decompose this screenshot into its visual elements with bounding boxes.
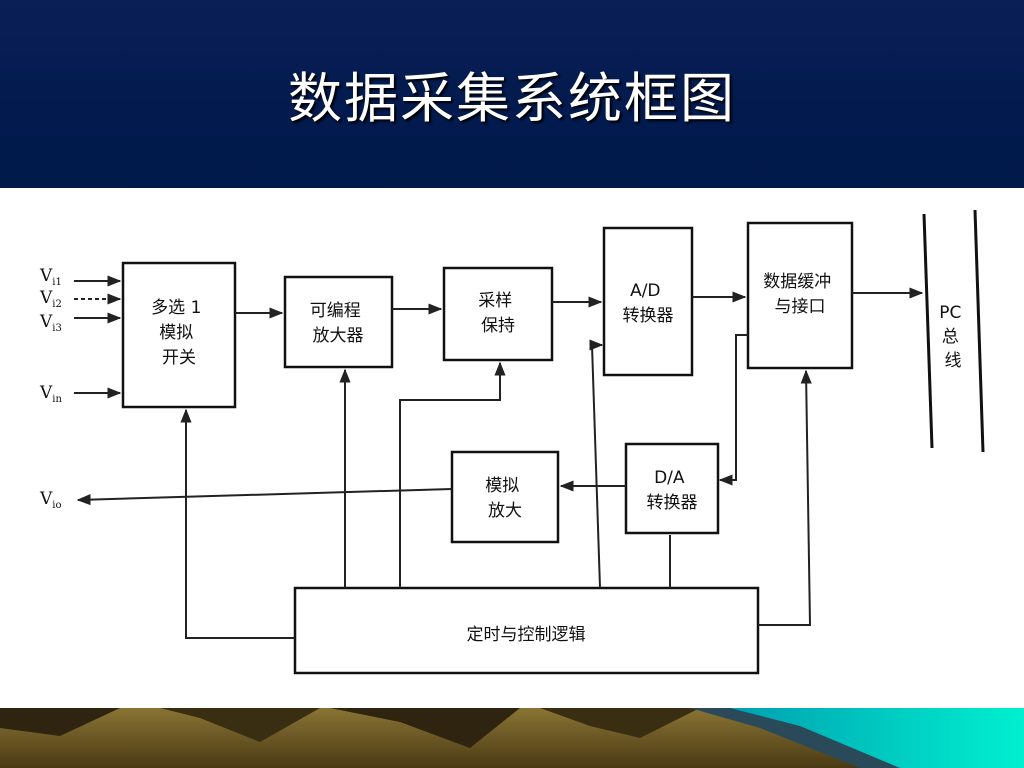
sample-hold-block: [442, 266, 554, 362]
buffer-label: 数据缓冲 与接口: [763, 272, 836, 317]
input-label-vi2: Vi2: [39, 288, 62, 310]
ctrl-adc: [589, 339, 604, 589]
pga-label: 可编程 放大器: [310, 301, 366, 346]
adc-label: A/D 转换器: [623, 281, 674, 326]
pga-block: [283, 275, 394, 369]
dac-label: D/A 转换器: [647, 468, 698, 513]
analog-amp-block: [450, 450, 560, 544]
sample-hold-label: 采样 保持: [478, 291, 517, 336]
diagram-panel: Vi1 Vi2 Vi3 Vin Vio 多选 1 模拟 开关 可编程 放大器 采…: [0, 188, 1024, 708]
input-label-vi1: Vi1: [39, 266, 62, 288]
mux-label: 多选 1 模拟 开关: [151, 298, 207, 368]
buffer-block: [746, 221, 854, 370]
input-label-vi3: Vi3: [39, 312, 62, 334]
adc-block: [602, 226, 694, 377]
title-bar: 数据采集系统框图: [0, 0, 1024, 188]
wire-buffer-dac: [718, 334, 748, 486]
wire-amp-vio: [76, 488, 453, 506]
bus-line-left: [922, 213, 934, 449]
slide-title: 数据采集系统框图: [288, 67, 736, 130]
control-label: 定时与控制逻辑: [467, 625, 586, 645]
bus-line-right: [973, 209, 985, 453]
analog-amp-label: 模拟 放大: [485, 476, 524, 521]
bus-label: PC 总 线: [939, 303, 967, 371]
output-label-vio: Vio: [39, 489, 62, 511]
ctrl-buffer: [758, 369, 812, 626]
ctrl-sh: [399, 361, 506, 588]
mux-block: [121, 261, 237, 409]
ctrl-mux: [180, 408, 295, 639]
dac-block: [624, 442, 720, 535]
input-label-vin: Vin: [39, 383, 62, 405]
footer-decoration: [0, 708, 1024, 768]
control-block: [293, 586, 760, 675]
block-diagram: Vi1 Vi2 Vi3 Vin Vio 多选 1 模拟 开关 可编程 放大器 采…: [39, 209, 985, 675]
